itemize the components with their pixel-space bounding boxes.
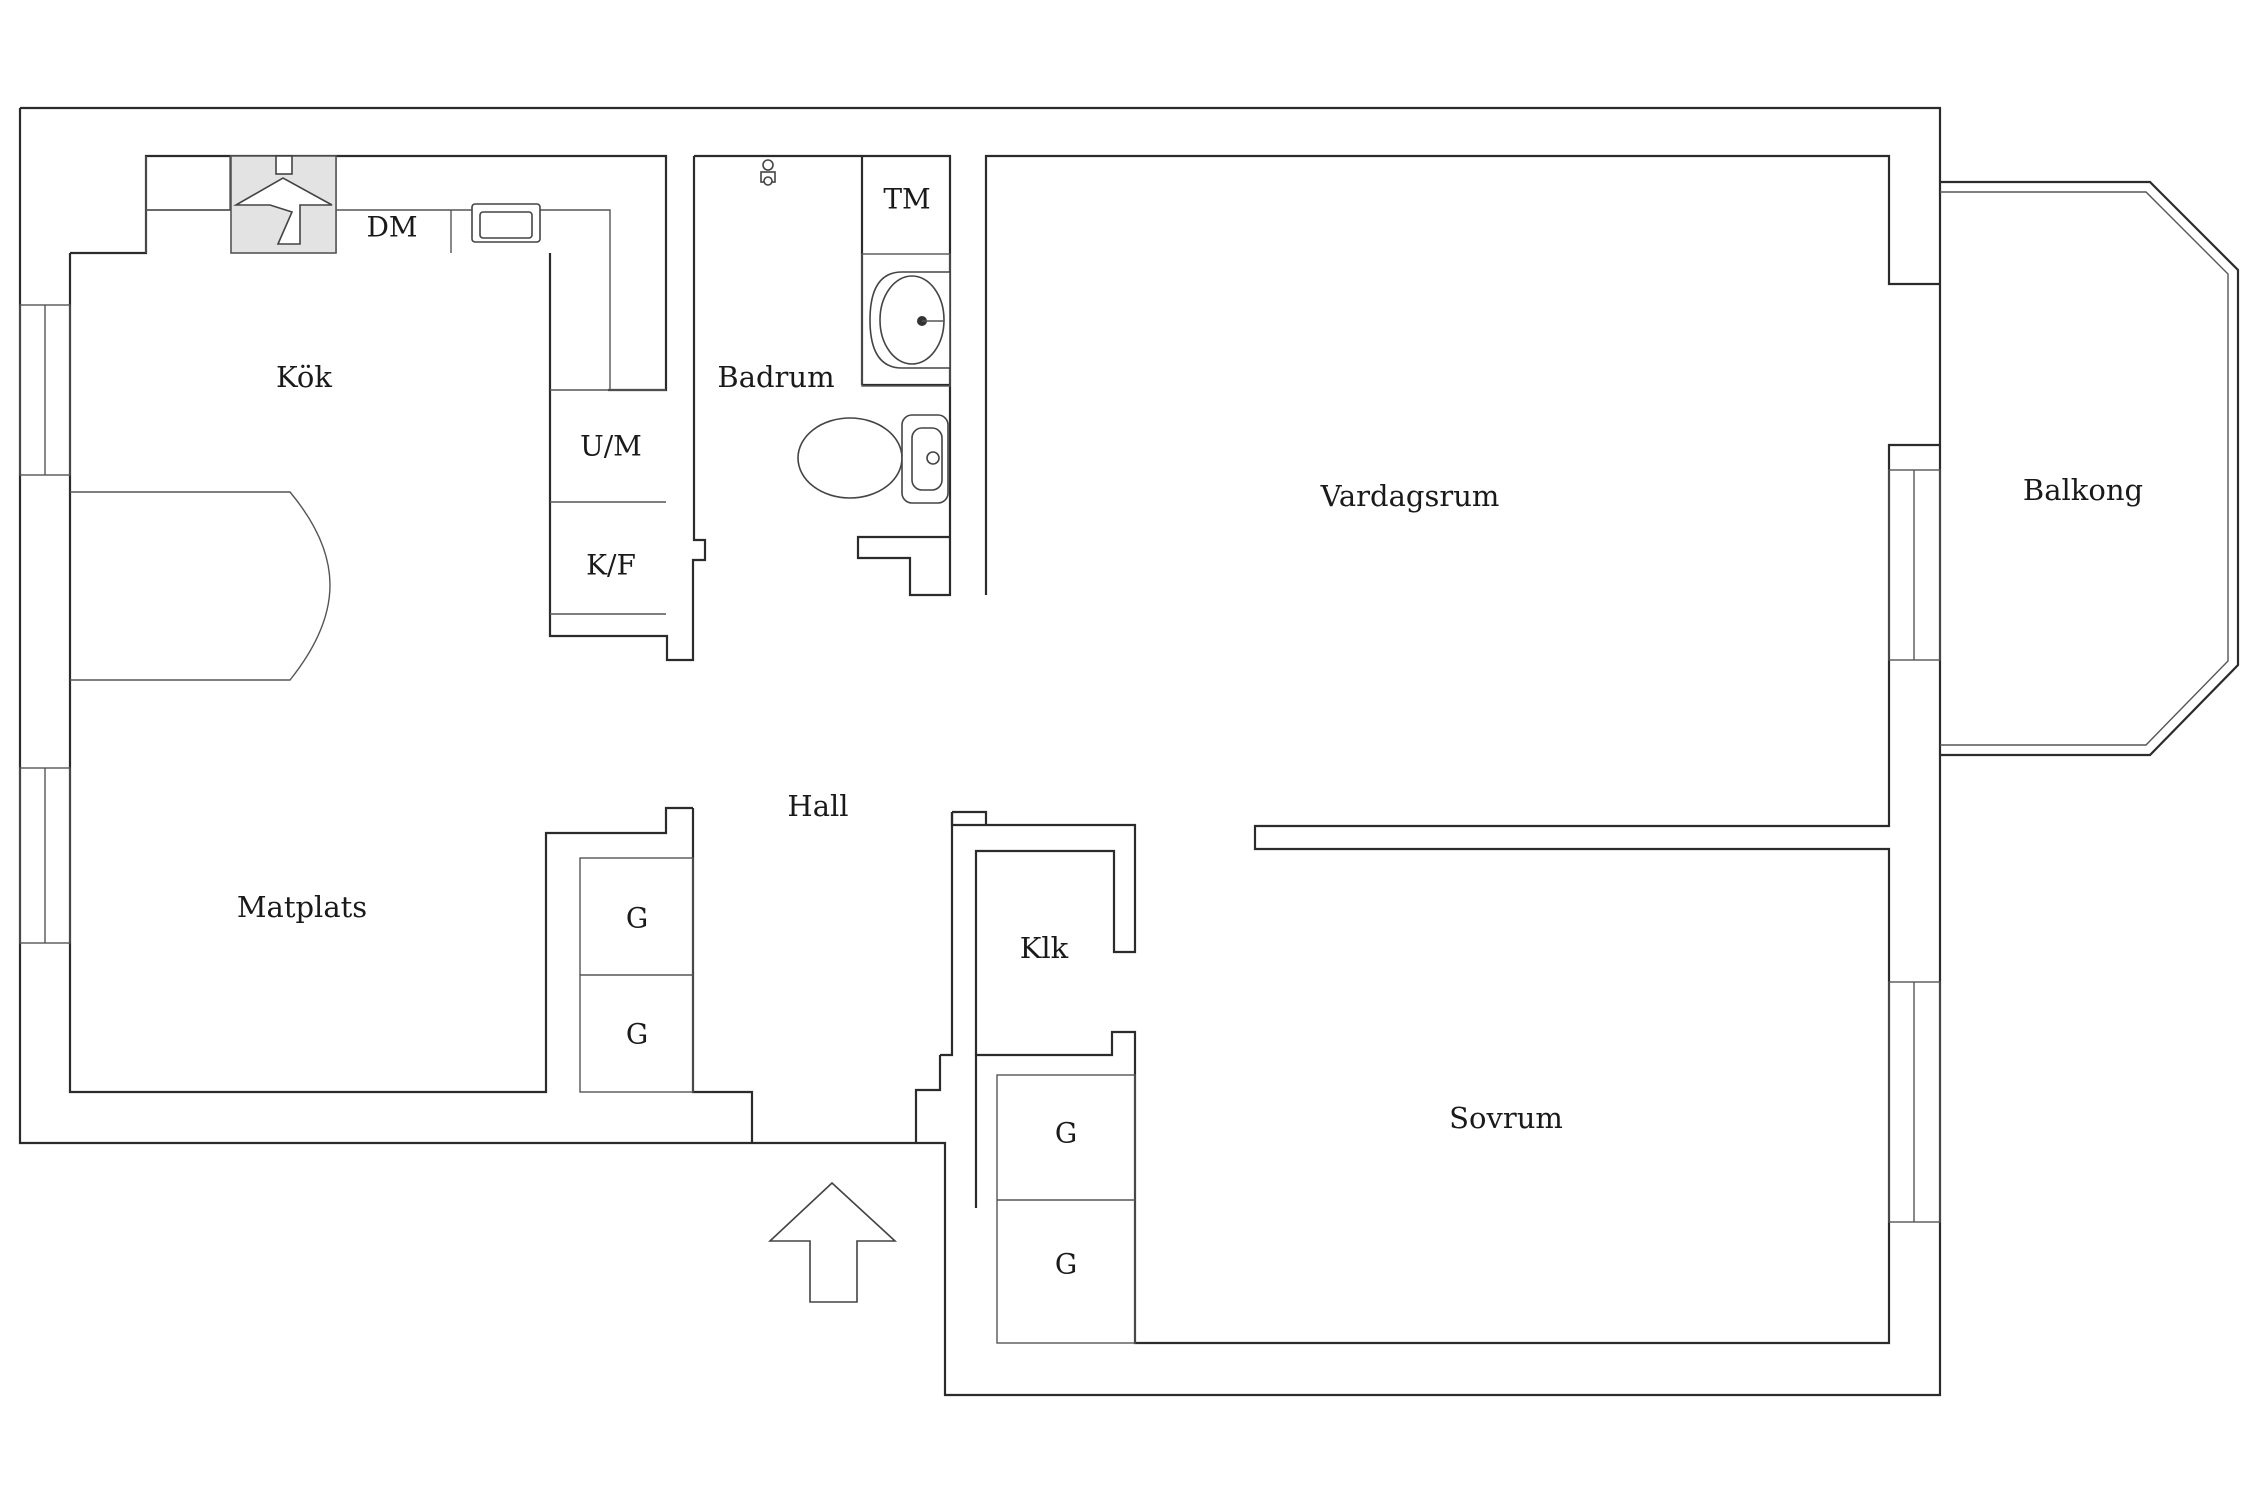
room-label-vardagsrum: Vardagsrum: [1320, 479, 1500, 513]
balcony: [1940, 180, 2240, 757]
outer-walls: [18, 106, 1942, 1397]
room-label-sovrum: Sovrum: [1449, 1101, 1563, 1135]
interior-walls: [68, 154, 1940, 1345]
wardrobe-label: G: [626, 902, 648, 935]
windows: [19, 304, 1941, 1223]
toilet-icon: [797, 414, 949, 504]
entrance-arrow-icon: [767, 1181, 898, 1303]
kitchen-sink-icon: [471, 203, 541, 243]
room-label-badrum: Badrum: [717, 360, 834, 394]
washbasin-icon: [861, 253, 951, 387]
wardrobe-label: G: [1055, 1117, 1077, 1150]
wardrobe-label: G: [1055, 1248, 1077, 1281]
wardrobe-label: G: [626, 1018, 648, 1051]
room-label-balkong: Balkong: [2023, 473, 2143, 507]
fixture-label-tm: TM: [883, 183, 930, 216]
shower-head-icon: [760, 159, 776, 186]
fixture-label-um: U/M: [580, 430, 642, 463]
room-label-matplats: Matplats: [237, 890, 367, 924]
room-label-hall: Hall: [787, 789, 848, 823]
room-label-klk: Klk: [1020, 931, 1069, 965]
room-label-kok: Kök: [276, 360, 332, 394]
fixture-label-kf: K/F: [586, 549, 636, 582]
dining-table: [70, 491, 331, 681]
stove-hood-icon: [230, 155, 337, 254]
fixture-label-dm: DM: [366, 211, 417, 244]
